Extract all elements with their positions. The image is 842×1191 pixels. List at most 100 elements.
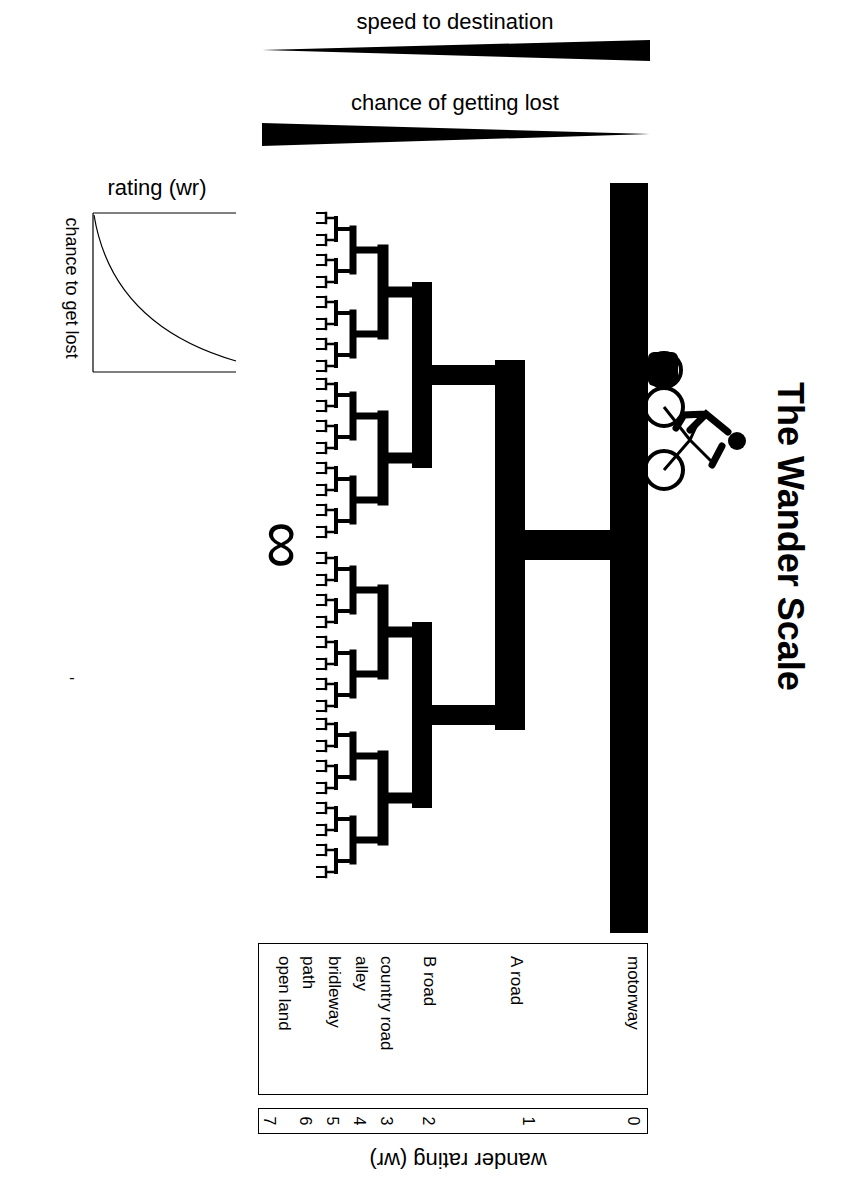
road-branch (336, 353, 353, 357)
road-branch (336, 311, 353, 315)
road-branch (316, 844, 326, 846)
road-branch (326, 745, 336, 748)
road-branch (350, 310, 357, 359)
road-branch (334, 258, 338, 284)
road-branch (326, 641, 336, 644)
road-branch (316, 616, 326, 618)
dash-mark: - (69, 669, 74, 687)
road-branch (412, 622, 432, 808)
road-branch (326, 343, 336, 346)
road-branch (350, 476, 357, 525)
road-branch (336, 567, 353, 571)
road-branch (383, 793, 422, 804)
road-branch (326, 365, 336, 368)
road-branch (326, 531, 336, 534)
road-branch (422, 365, 510, 385)
road-branch (326, 621, 336, 624)
road-branch (334, 424, 338, 450)
road-branch (334, 682, 338, 708)
road-branch (353, 671, 383, 678)
road-branch (326, 829, 336, 832)
road-branch (316, 472, 326, 474)
road-branch (326, 447, 336, 450)
road-branch (336, 609, 353, 613)
road-branch (316, 636, 326, 638)
road-branch (378, 411, 389, 506)
road-tree (316, 212, 612, 879)
road-branch (316, 348, 326, 350)
road-branch (326, 599, 336, 602)
road-branch (316, 484, 326, 486)
road-branch (316, 442, 326, 444)
road-branch (316, 504, 326, 506)
road-branch (350, 732, 357, 781)
road-branch (326, 259, 336, 262)
road-branch (316, 514, 326, 516)
road-type: A road (506, 956, 526, 1005)
road-branch (316, 740, 326, 742)
road-branch (336, 519, 353, 523)
road-branch (334, 806, 338, 832)
road-branch (316, 584, 326, 586)
road-type: motorway (623, 956, 643, 1030)
road-branch (316, 318, 326, 320)
cyclist-figure (645, 352, 746, 489)
road-branch (336, 269, 353, 273)
diagram-title: The Wander Scale (769, 382, 810, 691)
road-branch (316, 710, 326, 712)
road-branch (495, 360, 525, 730)
road-branch (334, 382, 338, 408)
road-branch (353, 331, 383, 338)
road-branch (316, 824, 326, 826)
road-branch (383, 627, 422, 638)
road-branch (353, 497, 383, 504)
road-branch (326, 765, 336, 768)
rating-number: 5 (323, 1117, 341, 1126)
road-branch (316, 264, 326, 266)
motorway-bar (610, 183, 648, 933)
road-branch (334, 556, 338, 582)
road-branch (336, 733, 353, 737)
road-branch (316, 594, 326, 596)
road-type: path (298, 956, 318, 989)
speed-wedge (262, 40, 650, 61)
road-branch (334, 848, 338, 874)
axis-label: chance of getting lost (351, 90, 559, 115)
road-branch (378, 585, 389, 680)
road-branch (510, 530, 612, 560)
infinity-symbol: ∞ (246, 521, 322, 568)
road-branch (336, 435, 353, 439)
road-branch (326, 383, 336, 386)
road-branch (383, 453, 422, 464)
rating-number: 1 (519, 1117, 537, 1126)
road-branch (350, 816, 357, 865)
road-branch (316, 370, 326, 372)
road-branch (336, 817, 353, 821)
road-branch (326, 579, 336, 582)
road-type: open land (274, 956, 294, 1031)
rating-graph (93, 213, 236, 372)
rating-number: 7 (260, 1117, 278, 1126)
road-type: alley (351, 956, 371, 991)
road-branch (316, 276, 326, 278)
road-branch (334, 640, 338, 666)
road-branch (316, 254, 326, 256)
road-branch (316, 876, 326, 878)
road-branch (353, 413, 383, 420)
road-branch (326, 705, 336, 708)
road-branch (336, 477, 353, 481)
road-branch (326, 683, 336, 686)
road-branch (316, 462, 326, 464)
road-type: country road (376, 956, 396, 1051)
road-branch (316, 792, 326, 794)
road-branch (316, 866, 326, 868)
road-branch (353, 587, 383, 594)
graph-axis-label: chance to get lost (62, 217, 83, 358)
road-branch (334, 764, 338, 790)
road-branch (326, 509, 336, 512)
road-branch (316, 244, 326, 246)
road-branch (412, 282, 432, 468)
road-branch (316, 668, 326, 670)
road-branch (336, 393, 353, 397)
road-branch (316, 430, 326, 432)
